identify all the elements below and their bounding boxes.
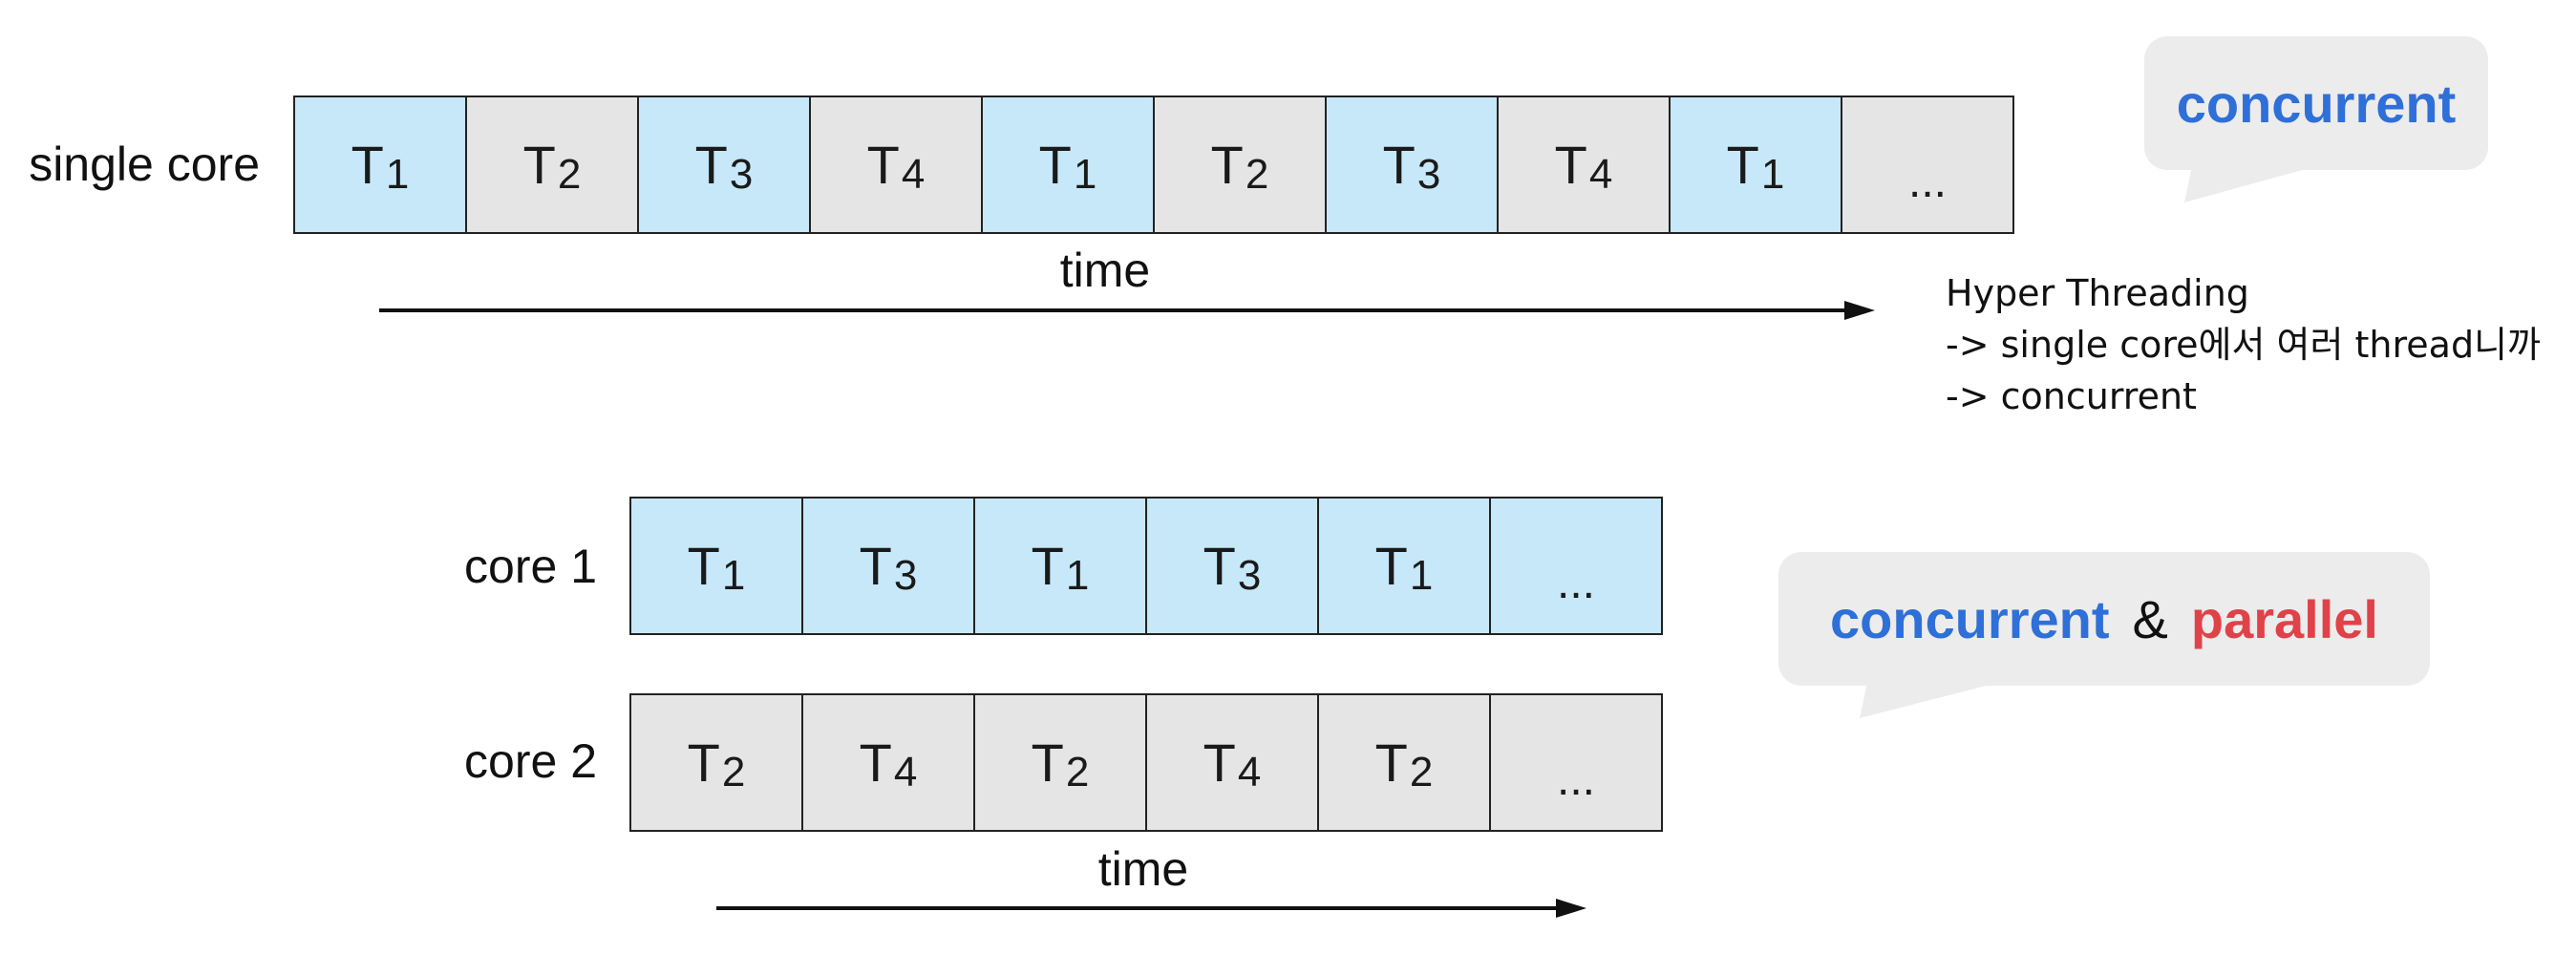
- concurrent-keyword-2: concurrent: [1830, 588, 2110, 649]
- ampersand: &: [2132, 588, 2168, 649]
- thread-letter: T: [1038, 135, 1072, 195]
- thread-number: 1: [1409, 551, 1434, 599]
- note-line-3: -> concurrent: [1946, 375, 2197, 417]
- parallel-keyword: parallel: [2190, 588, 2378, 649]
- core2-label: core 2: [464, 734, 597, 788]
- concurrent-keyword: concurrent: [2176, 73, 2457, 134]
- concurrent-bubble: concurrent: [2144, 36, 2488, 170]
- thread-number: 1: [1760, 150, 1785, 198]
- single-core-time-label: time: [1059, 244, 1151, 297]
- single-core-cell: ...: [1841, 96, 2014, 234]
- thread-number: 3: [729, 150, 754, 198]
- thread-letter: T: [1382, 135, 1416, 195]
- thread-letter: T: [859, 536, 892, 596]
- thread-number: 4: [893, 748, 918, 796]
- thread-letter: T: [1374, 732, 1408, 793]
- note-line-2: -> single core에서 여러 thread니까: [1946, 324, 2541, 366]
- concurrent-parallel-bubble: concurrent & parallel: [1778, 552, 2430, 686]
- thread-letter: T: [866, 135, 900, 195]
- thread-letter: T: [351, 135, 384, 195]
- thread-number: 3: [1416, 150, 1441, 198]
- core1-cell: ...: [1489, 497, 1663, 635]
- thread-number: 2: [1065, 748, 1090, 796]
- thread-letter: T: [1210, 135, 1244, 195]
- thread-letter: T: [1031, 732, 1064, 793]
- thread-letter: T: [1726, 135, 1759, 195]
- single-core-time-arrow: [379, 301, 1875, 320]
- thread-letter: T: [859, 732, 892, 793]
- concurrent-parallel-bubble-tail: [1860, 682, 2001, 718]
- ellipsis: ...: [1556, 754, 1595, 805]
- thread-number: 1: [385, 150, 410, 198]
- thread-letter: T: [687, 536, 720, 596]
- ellipsis: ...: [1556, 558, 1595, 608]
- thread-letter: T: [1374, 536, 1408, 596]
- multi-core-time-arrow: [716, 899, 1586, 918]
- thread-number: 3: [1237, 551, 1262, 599]
- multi-core-time-label: time: [1097, 842, 1189, 896]
- thread-number: 1: [721, 551, 746, 599]
- thread-number: 2: [1409, 748, 1434, 796]
- thread-number: 4: [1588, 150, 1613, 198]
- core1-label: core 1: [464, 540, 597, 593]
- thread-letter: T: [694, 135, 728, 195]
- thread-number: 2: [557, 150, 582, 198]
- thread-number: 1: [1073, 150, 1097, 198]
- thread-number: 3: [893, 551, 918, 599]
- core2-cell: ...: [1489, 693, 1663, 832]
- thread-number: 2: [721, 748, 746, 796]
- thread-letter: T: [1203, 732, 1236, 793]
- thread-letter: T: [1031, 536, 1064, 596]
- thread-number: 2: [1245, 150, 1269, 198]
- single-core-label: single core: [29, 138, 260, 191]
- thread-number: 4: [1237, 748, 1262, 796]
- thread-letter: T: [1554, 135, 1587, 195]
- thread-number: 4: [901, 150, 926, 198]
- thread-letter: T: [522, 135, 556, 195]
- note-line-1: Hyper Threading: [1946, 272, 2249, 314]
- concurrent-bubble-tail: [2184, 166, 2316, 202]
- ellipsis: ...: [1907, 157, 1947, 207]
- thread-letter: T: [1203, 536, 1236, 596]
- hyper-threading-note: Hyper Threading -> single core에서 여러 thre…: [1946, 267, 2541, 422]
- thread-number: 1: [1065, 551, 1090, 599]
- thread-letter: T: [687, 732, 720, 793]
